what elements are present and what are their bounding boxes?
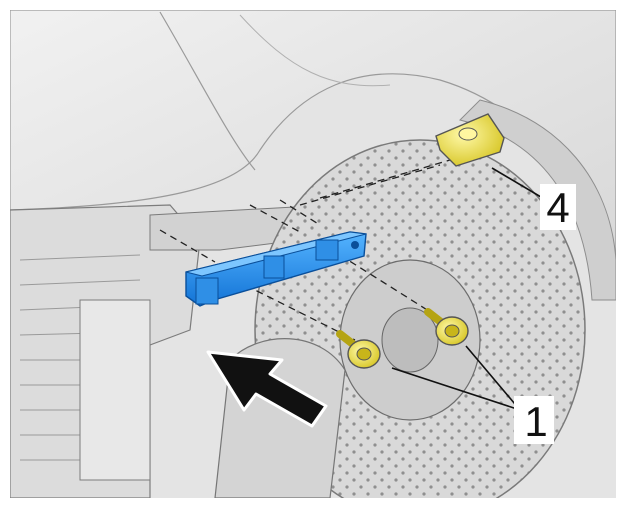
bracket-hole [351, 241, 359, 249]
callout-4-label: 4 [546, 184, 569, 231]
bracket [185, 231, 367, 307]
callout-1-label: 1 [524, 398, 547, 445]
leader-lines [391, 167, 547, 411]
screw-left [336, 330, 381, 369]
lower-bracket-left [79, 299, 151, 481]
callout-1-box [514, 396, 554, 444]
fender-inner-edge [239, 14, 391, 87]
bracket-tab-right [315, 239, 339, 261]
fender-edge-line [159, 11, 256, 171]
bracket-tab-left [195, 277, 219, 305]
assembly-lines [159, 159, 451, 341]
direction-arrow [206, 350, 328, 428]
bracket-tab-mid [263, 255, 285, 279]
screw-right [424, 308, 469, 346]
clip-nut [435, 113, 505, 167]
hub-center [381, 307, 439, 373]
callout-4-box [540, 184, 576, 230]
